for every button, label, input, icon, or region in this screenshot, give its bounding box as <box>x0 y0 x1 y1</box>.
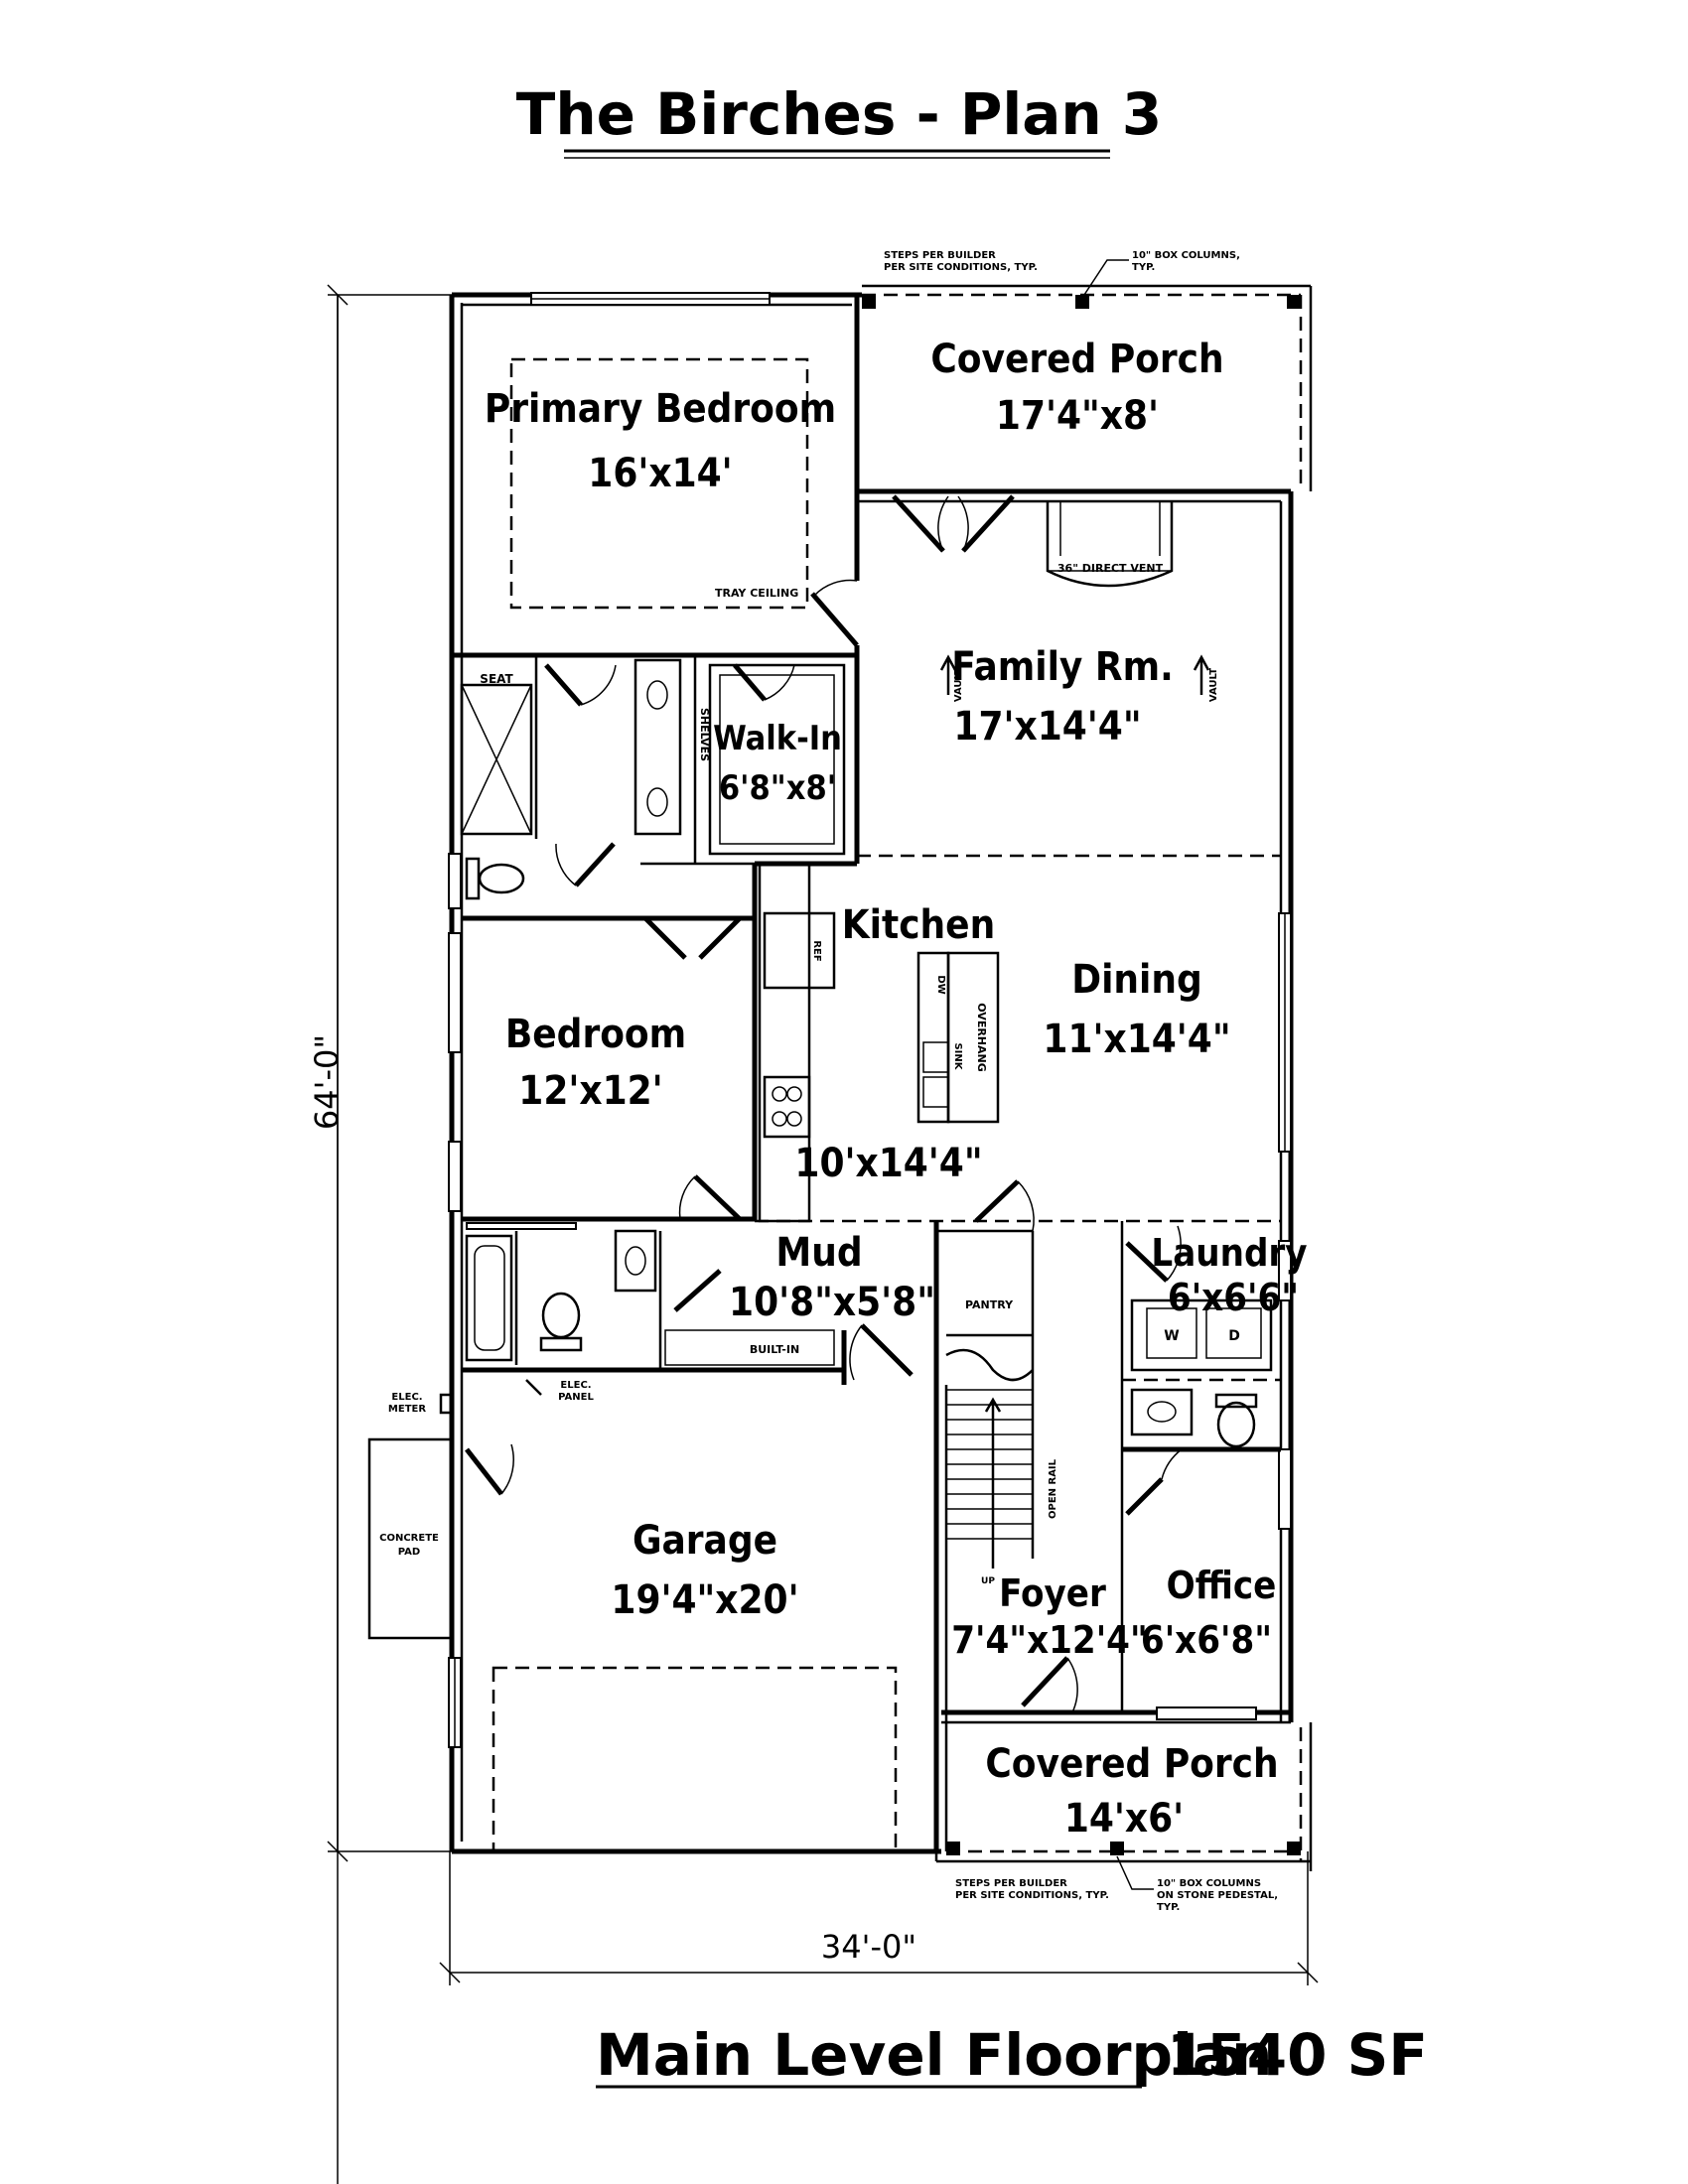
front-steps-note-2: PER SITE CONDITIONS, TYP. <box>955 1890 1109 1901</box>
dw-note: DW <box>935 975 946 994</box>
rear-steps-note-2: PER SITE CONDITIONS, TYP. <box>884 262 1038 273</box>
rear-french-doors <box>892 494 1015 553</box>
depth-dim-label: 64'-0" <box>308 1034 346 1130</box>
front-columns-note-2: ON STONE PEDESTAL, <box>1157 1890 1278 1901</box>
vault-note-left: VAULT <box>953 668 964 702</box>
room-dining-size: 11'x14'4" <box>1043 1017 1230 1062</box>
shelves-note: SHELVES <box>698 708 711 761</box>
front-steps-note-1: STEPS PER BUILDER <box>955 1878 1067 1889</box>
width-dim-line <box>439 1851 1319 1985</box>
closet-door <box>733 663 767 702</box>
toilet-door <box>574 842 616 887</box>
room-front-porch-size: 14'x6' <box>1064 1796 1184 1842</box>
rear-columns-note-1: 10" BOX COLUMNS, <box>1132 250 1240 261</box>
room-laundry-name: Laundry <box>1151 1231 1307 1275</box>
garage-door-leaf <box>860 1323 914 1377</box>
walk-in-closet <box>708 663 846 856</box>
room-rear-porch-size: 17'4"x8' <box>996 393 1159 439</box>
concrete-pad-note-1: CONCRETE <box>379 1533 439 1544</box>
elec-panel-note-1: ELEC. <box>560 1380 591 1391</box>
elec-panel-note-2: PANEL <box>558 1392 594 1403</box>
open-rail-note: OPEN RAIL <box>1048 1458 1058 1519</box>
room-mud-name: Mud <box>775 1230 862 1276</box>
front-porch-outline <box>934 1722 1313 1871</box>
room-garage-name: Garage <box>633 1518 777 1564</box>
room-kitchen-size: 10'x14'4" <box>794 1141 982 1186</box>
bedroom-window-1 <box>448 932 462 1053</box>
room-family-size: 17'x14'4" <box>953 704 1141 750</box>
room-walk-in-name: Walk-In <box>713 719 842 758</box>
seat-note: SEAT <box>480 672 513 686</box>
bath-window <box>448 853 462 909</box>
footer-label: Main Level Floorplan <box>596 2021 1272 2089</box>
primary-door-leaf <box>810 592 859 647</box>
room-dining-name: Dining <box>1071 957 1202 1003</box>
room-labels: Primary Bedroom 16'x14' Covered Porch 17… <box>485 337 1308 1842</box>
rear-columns-leader <box>1081 259 1129 299</box>
shower <box>460 683 533 836</box>
room-foyer-size: 7'4"x12'4" <box>951 1618 1148 1662</box>
pantry-door <box>974 1179 1020 1223</box>
front-columns-leader <box>1116 1855 1154 1890</box>
primary-toilet <box>478 863 525 894</box>
footer-area: 1540 SF <box>1167 2021 1428 2089</box>
primary-door-swing <box>813 579 858 597</box>
width-dim-label-bg <box>784 1924 953 1966</box>
room-office-size: 6'x6'8" <box>1141 1618 1272 1662</box>
room-bedroom-name: Bedroom <box>505 1012 686 1057</box>
elec-meter-note-1: ELEC. <box>391 1392 422 1403</box>
room-bedroom-size: 12'x12' <box>518 1068 662 1114</box>
rear-columns-note-2: TYP. <box>1132 262 1155 273</box>
concrete-pad-note-2: PAD <box>398 1547 420 1558</box>
bedroom-closet-doors <box>643 916 742 960</box>
room-foyer-name: Foyer <box>999 1571 1106 1615</box>
laundry-window <box>1278 1240 1292 1301</box>
fireplace <box>1046 501 1174 588</box>
vault-note-right: VAULT <box>1208 668 1219 702</box>
tray-ceiling-note: TRAY CEILING <box>715 587 798 600</box>
depth-dim-line <box>327 284 452 1862</box>
ref-note: REF <box>811 940 822 961</box>
bath-door <box>544 663 583 707</box>
room-primary-bedroom-size: 16'x14' <box>588 451 732 496</box>
plan-title: The Birches - Plan 3 <box>516 80 1162 148</box>
elec-meter-note-2: METER <box>388 1404 426 1415</box>
mud-room <box>664 1221 939 1385</box>
pantry-stairs <box>938 1229 1035 1569</box>
width-dim-label: 34'-0" <box>821 1928 916 1966</box>
room-front-porch-name: Covered Porch <box>985 1741 1278 1787</box>
bedroom-window-2 <box>448 1141 462 1212</box>
room-walk-in-size: 6'8"x8' <box>719 768 836 808</box>
washer-label: W <box>1164 1328 1179 1344</box>
pantry-note: PANTRY <box>965 1298 1014 1311</box>
office-foyer <box>946 1534 1257 1720</box>
front-columns-note-1: 10" BOX COLUMNS <box>1157 1878 1261 1889</box>
room-garage-size: 19'4"x20' <box>611 1577 798 1623</box>
front-columns-note-3: TYP. <box>1157 1902 1180 1913</box>
overhang-note: OVERHANG <box>975 1003 988 1072</box>
direct-vent-note: 36" DIRECT VENT <box>1057 562 1164 575</box>
up-note: UP <box>981 1576 995 1586</box>
powder-room <box>1122 1388 1281 1516</box>
office-window <box>1278 1448 1292 1530</box>
vault-arrows <box>939 654 1210 695</box>
bedroom-door <box>693 1174 742 1221</box>
rear-porch-outline <box>862 284 1313 491</box>
room-office-name: Office <box>1167 1564 1277 1607</box>
room-family-name: Family Rm. <box>951 644 1174 690</box>
room-laundry-size: 6'x6'6" <box>1168 1276 1299 1319</box>
rear-steps-note-1: STEPS PER BUILDER <box>884 250 996 261</box>
room-rear-porch-name: Covered Porch <box>930 337 1223 382</box>
sink-note: SINK <box>952 1042 963 1070</box>
room-primary-bedroom-name: Primary Bedroom <box>485 386 836 432</box>
tray-ceiling-outline <box>509 357 809 610</box>
primary-vanity <box>633 658 682 836</box>
garage-details <box>367 1379 941 1854</box>
laundry-room <box>1120 1221 1281 1534</box>
room-kitchen-name: Kitchen <box>842 902 995 948</box>
room-mud-size: 10'8"x5'8" <box>729 1280 935 1325</box>
built-in-note: BUILT-IN <box>750 1343 799 1356</box>
dryer-label: D <box>1228 1328 1240 1344</box>
